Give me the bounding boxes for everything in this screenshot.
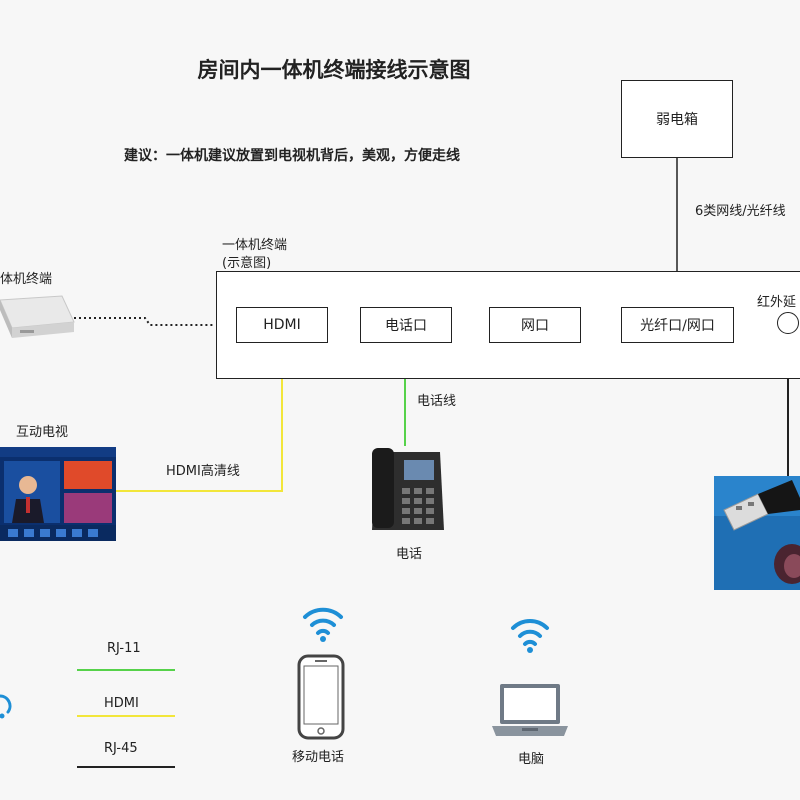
wifi-icon-mobile	[303, 607, 343, 642]
hdmi-cable-label: HDMI高清线	[166, 464, 240, 479]
tv-screen-icon	[0, 447, 116, 541]
weak-current-box: 弱电箱	[621, 80, 733, 158]
desk-phone-icon	[372, 448, 444, 530]
port-phone: 电话口	[360, 307, 452, 343]
page-subtitle: 建议：一体机建议放置到电视机背后，美观，方便走线	[124, 148, 460, 164]
port-network: 网口	[489, 307, 581, 343]
legend-label-rj45: RJ-45	[104, 741, 138, 756]
left-device-label: 体机终端	[0, 272, 53, 287]
legend-label-rj11: RJ-11	[107, 641, 141, 656]
mobile-label: 移动电话	[292, 750, 345, 765]
infrared-label: 红外延	[757, 295, 797, 310]
phone-cable-label: 电话线	[417, 394, 457, 409]
legend-label-hdmi: HDMI	[104, 696, 139, 711]
tv-label: 互动电视	[16, 425, 69, 440]
main-box-label: 一体机终端	[222, 238, 288, 253]
hdmi-cable-line	[116, 343, 283, 492]
port-optical: 光纤口/网口	[621, 307, 734, 343]
wifi-icon-pc	[511, 618, 549, 653]
mobile-phone-icon	[297, 654, 345, 740]
wifi-icon-partial	[0, 694, 12, 719]
legend-line-hdmi	[77, 715, 175, 717]
dotted-link-line	[74, 317, 214, 326]
pc-label: 电脑	[518, 752, 545, 767]
port-hdmi: HDMI	[236, 307, 328, 343]
usb-infrared-icon	[714, 476, 800, 590]
laptop-icon	[492, 684, 568, 736]
infrared-port-icon	[777, 312, 799, 334]
page-title: 房间内一体机终端接线示意图	[197, 58, 471, 82]
legend-line-rj45	[77, 766, 175, 768]
phone-label: 电话	[396, 547, 423, 562]
cable-top-label: 6类网线/光纤线	[695, 204, 786, 219]
main-box-sublabel: (示意图)	[222, 256, 272, 271]
terminal-device-icon	[0, 295, 75, 338]
legend-line-rj11	[77, 669, 175, 671]
